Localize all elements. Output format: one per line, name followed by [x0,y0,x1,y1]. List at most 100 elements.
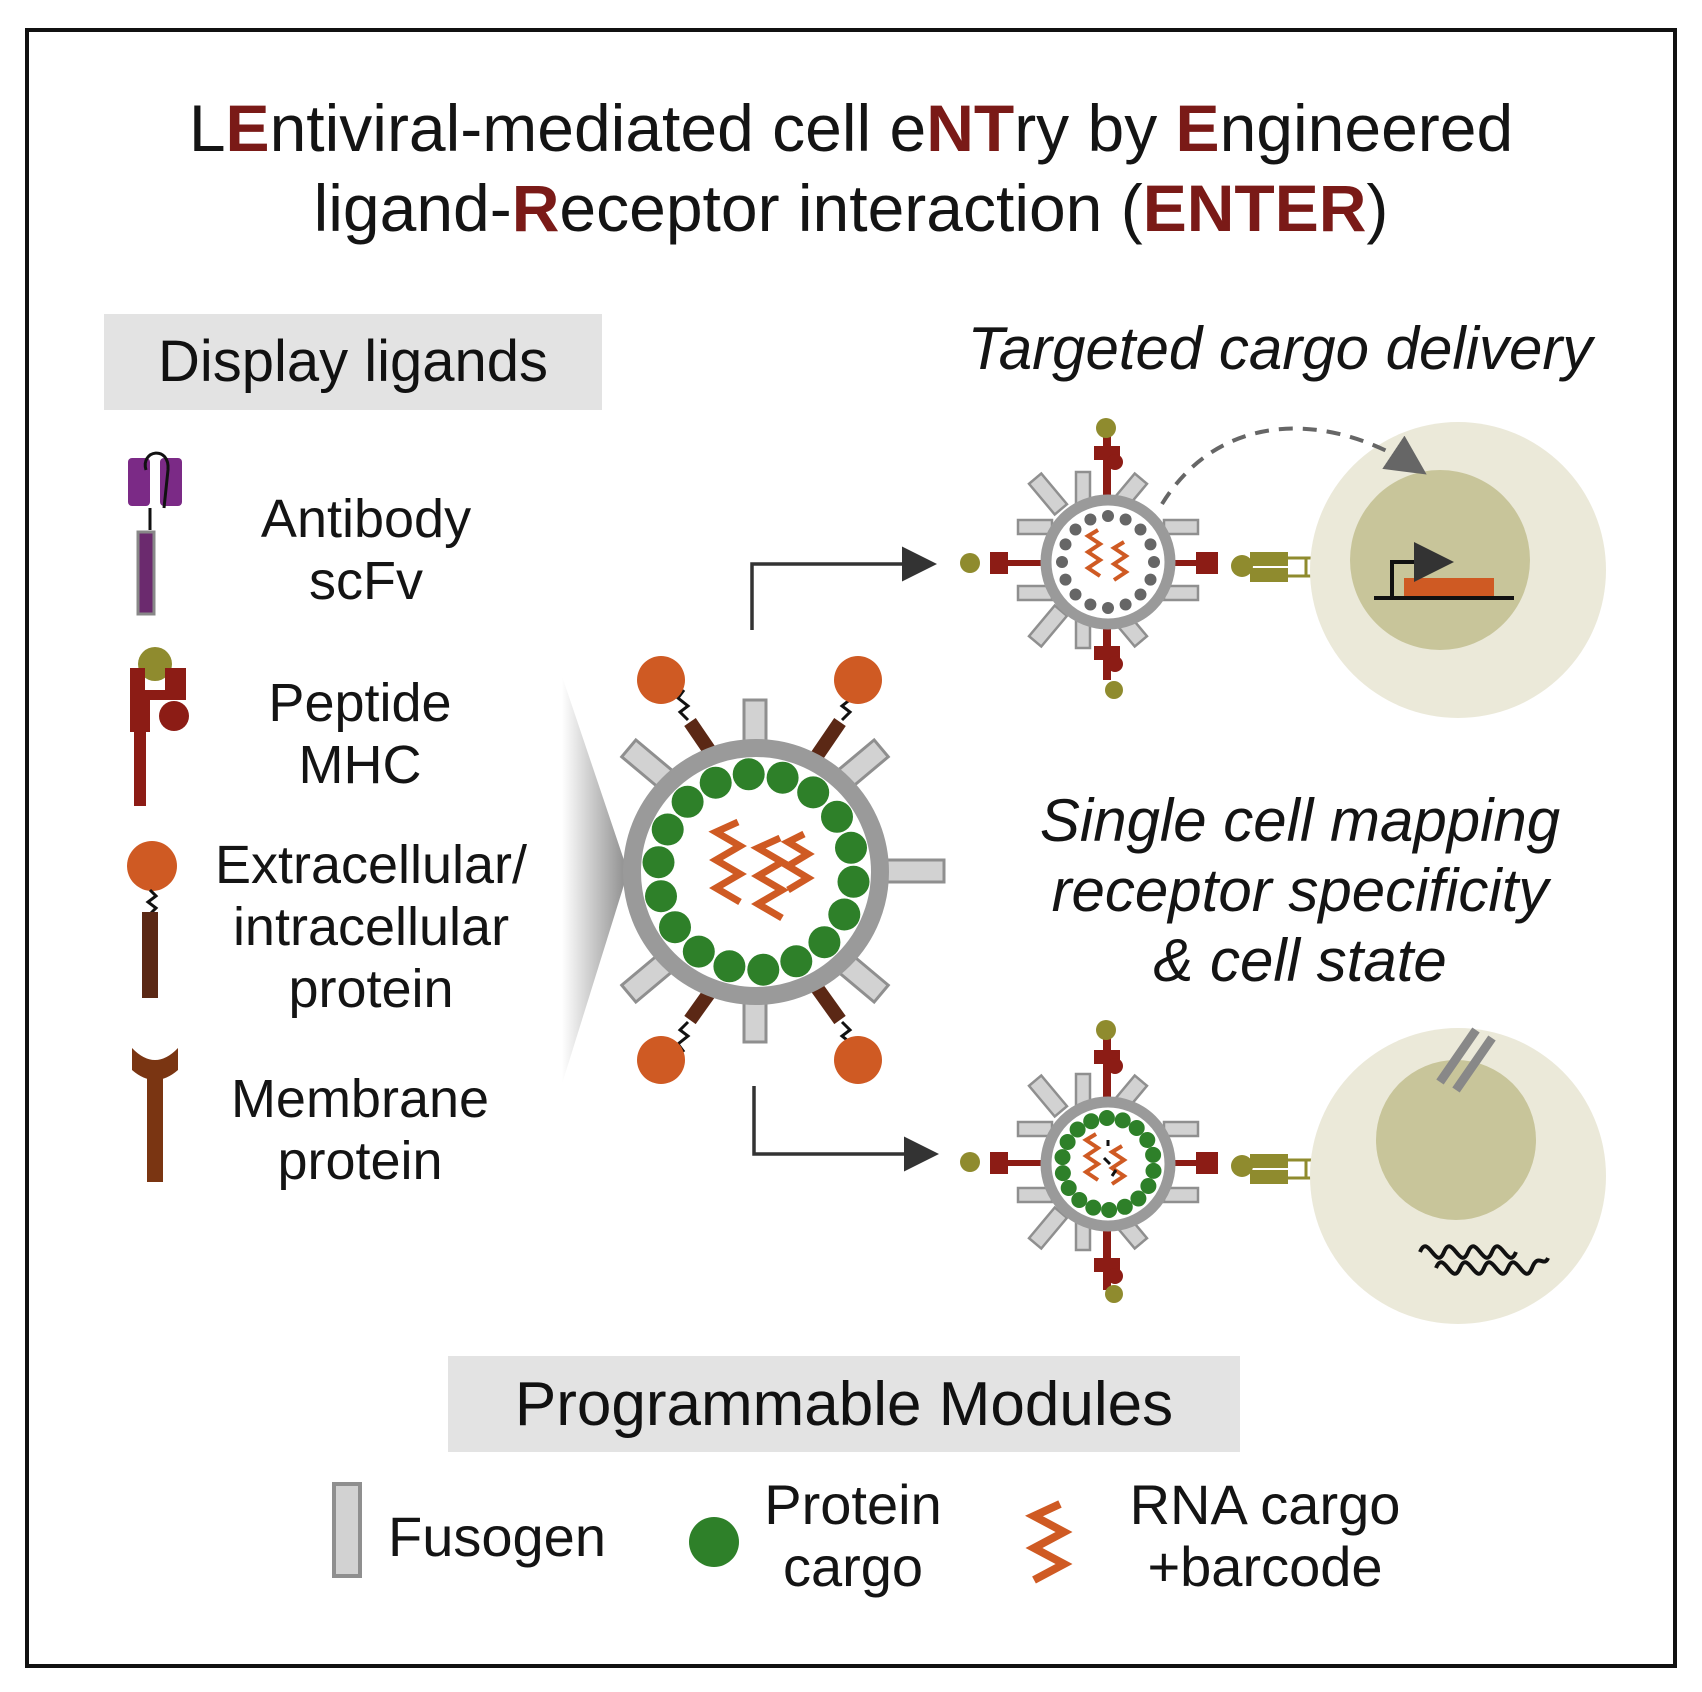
cargo-dot [1059,1134,1076,1150]
cargo-dot [821,800,853,833]
cargo-dot [1098,1110,1115,1126]
title-line-2-segment: ligand- [313,171,512,245]
extracellular-protein-icon [127,841,177,998]
ligand-head-br [834,1036,882,1084]
title-line-2-segment: eceptor interaction ( [559,171,1143,245]
module-label-rna-cargo-line1: RNA cargo [1129,1473,1401,1536]
module-label-fusogen: Fusogen [388,1505,606,1568]
title-line-1-segment: NT [926,91,1015,165]
cargo-dot [1060,1180,1077,1196]
branch-arrows [750,546,939,1172]
cargo-dot [1059,538,1072,551]
membrane-protein-icon [132,1048,178,1182]
cargo-dot [1101,1202,1118,1218]
mapping-label-line1: Single cell mapping [1039,787,1561,854]
central-particle [619,656,946,1084]
cargo-dot [1128,1120,1145,1136]
cargo-dot [1144,538,1157,551]
targeted-delivery-label: Targeted cargo delivery [967,315,1593,382]
title-line-1-segment: E [1175,91,1220,165]
central-rna-cargo [708,818,815,922]
cargo-dot [1084,598,1097,611]
cargo-dot [1054,1165,1071,1182]
bottom-target-cell [1310,1027,1606,1324]
cargo-dot [808,926,841,959]
cargo-dot [1069,1121,1086,1138]
antibody-scfv-icon [128,451,182,616]
cargo-dot [1116,1198,1133,1215]
cargo-dot [747,953,780,986]
bottom-particle-dots [1054,1110,1162,1218]
title-line-2: ligand-Receptor interaction (ENTER) [0,168,1702,248]
title-line-2-segment: ) [1366,171,1389,245]
cargo-dot [828,898,861,931]
module-label-rna-cargo: RNA cargo +barcode [1110,1474,1420,1598]
cargo-dot [642,846,675,879]
cargo-dot [1114,1112,1131,1129]
fusogen-icon [332,1482,362,1578]
display-ligands-header-text: Display ligands [157,329,549,394]
title-line-1-segment: ntiviral-mediated cell e [269,91,927,165]
cargo-dot [1134,588,1147,601]
cargo-dot [659,911,691,944]
cargo-dot [1119,598,1132,611]
cargo-dot [1130,1190,1147,1207]
cargo-dot [1059,573,1072,586]
cargo-dot [645,880,677,913]
modules-header: Programmable Modules [448,1356,1240,1452]
cargo-dot [835,831,867,864]
ligand-label-membrane: Membrane protein [200,1068,520,1192]
cargo-dot [1145,1162,1162,1179]
title-line-1-segment: ngineered [1219,91,1514,165]
cargo-dot [1140,1178,1157,1194]
ligand-label-membrane-line1: Membrane [230,1069,490,1129]
modules-header-text: Programmable Modules [514,1370,1174,1439]
title-line-1-segment: L [188,91,226,165]
title-line-2-segment: R [511,171,560,245]
module-label-protein-cargo-line1: Protein [764,1473,942,1536]
cargo-dot [1071,1192,1088,1208]
cargo-dot [1144,573,1157,586]
module-label-protein-cargo-line2: cargo [782,1535,924,1598]
cargo-dot [1056,556,1068,568]
top-target-cell [1310,422,1606,718]
ligand-label-protein-line2: intracellular [232,897,510,957]
zoom-cone [562,676,628,1084]
cargo-dot [1054,1149,1071,1166]
ligand-head-tr [834,656,882,704]
title-line-1: LEntiviral-mediated cell eNTry by Engine… [0,88,1702,168]
mapping-label-line2: receptor specificity [1051,857,1549,924]
figure-frame [25,28,1677,1668]
cargo-dot [1134,523,1147,536]
cargo-dot [651,813,684,846]
ligand-label-protein: Extracellular/ intracellular protein [196,834,546,1020]
protein-cargo-icon [689,1517,739,1567]
mapping-label-line3: & cell state [1153,927,1447,994]
cargo-dot [1085,1199,1102,1216]
title-line-1-segment: E [225,91,270,165]
ligand-label-protein-line1: Extracellular/ [214,835,528,895]
cargo-dot [837,865,870,898]
top-small-particle [960,418,1253,699]
cargo-dot [1069,588,1082,601]
cargo-dot [1084,513,1097,526]
cargo-dot [671,785,704,818]
ligand-head-bl [637,1036,685,1084]
mapping-label: Single cell mapping receptor specificity… [980,786,1620,996]
ligand-label-peptide-mhc: Peptide MHC [200,672,520,796]
rna-cargo-icon [1025,1500,1073,1584]
cargo-dot [1083,1113,1100,1130]
ligand-label-antibody-line1: Antibody [260,489,472,549]
module-label-rna-cargo-line2: +barcode [1147,1535,1383,1598]
central-protein-cargo [642,758,870,986]
cargo-dot [766,761,799,794]
ligand-label-peptide-mhc-line1: Peptide [268,673,452,733]
ligand-head-tl [637,656,685,704]
ligand-label-antibody-line2: scFv [309,551,423,611]
cargo-dot [1102,602,1114,614]
cargo-dot [1102,510,1114,522]
title-line-2-segment: ENTER [1142,171,1367,245]
module-label-protein-cargo: Protein cargo [748,1474,958,1598]
ligand-label-peptide-mhc-line2: MHC [298,735,422,795]
